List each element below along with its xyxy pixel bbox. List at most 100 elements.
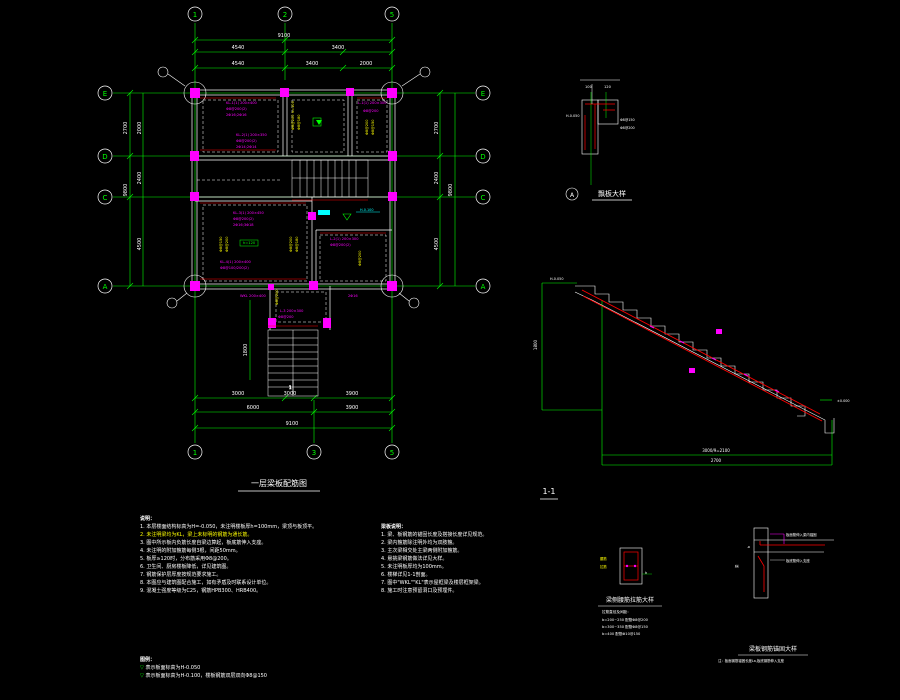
svg-text:拉筋: 拉筋 bbox=[600, 564, 607, 569]
svg-text:L-2(1) 200×300: L-2(1) 200×300 bbox=[330, 237, 359, 241]
svg-text:2Φ14;2Φ14: 2Φ14;2Φ14 bbox=[236, 145, 257, 149]
axis-right-a: A bbox=[481, 283, 486, 291]
axis-bottom-1: 1 bbox=[193, 449, 197, 457]
notes-legend: 图例： ▽ 表示板面标高为H-0.050 ▽ 表示板面标高为H-0.100，楼板… bbox=[140, 656, 267, 680]
svg-text:h: h bbox=[747, 546, 751, 548]
svg-text:±0.000: ±0.000 bbox=[837, 399, 850, 403]
dim-top-row1-a: 4540 bbox=[232, 45, 245, 51]
dim-bottom-row2-b: 3900 bbox=[346, 405, 359, 411]
dim-left-b: 2400 bbox=[137, 172, 143, 185]
notes-left-line-8: 8. 本图应与建筑图配合施工，如有矛盾及时联系设计单位。 bbox=[140, 580, 272, 586]
svg-text:Φ8@200: Φ8@200 bbox=[289, 236, 293, 252]
dim-top-row2-c: 2000 bbox=[360, 61, 373, 67]
dim-left-a: 2700 bbox=[123, 122, 129, 135]
dim-right-b: 2400 bbox=[434, 172, 440, 185]
dimension-texts: 9100 4540 3400 4540 3400 2000 3000 3000 … bbox=[123, 33, 454, 427]
svg-text:Φ8@200: Φ8@200 bbox=[365, 119, 369, 135]
axis-left-d: D bbox=[102, 153, 107, 161]
notes-right-heading: 梁板说明： bbox=[381, 524, 407, 530]
svg-text:H-0.100: H-0.100 bbox=[360, 208, 373, 212]
svg-text:梁: 梁 bbox=[734, 564, 739, 568]
stair-plan bbox=[267, 159, 369, 397]
dim-right-c: 4500 bbox=[434, 238, 440, 251]
svg-text:Φ8@200: Φ8@200 bbox=[278, 315, 294, 319]
dim-top-row2-a: 4540 bbox=[232, 61, 245, 67]
axis-top-5: 5 bbox=[390, 11, 394, 19]
svg-text:A: A bbox=[570, 192, 575, 199]
axis-labels: 1 2 5 1 3 5 E D C A E D C A bbox=[102, 11, 485, 457]
axis-bottom-3: 3 bbox=[312, 449, 316, 457]
svg-text:Φ8@180: Φ8@180 bbox=[295, 236, 299, 252]
notes-right-line-8: 8. 施工时注意预留洞口及预埋件。 bbox=[381, 588, 458, 594]
beam-table-row-1: b=200~250 配筋Φ8@200 bbox=[602, 617, 649, 622]
dim-top-row2-b: 3400 bbox=[306, 61, 319, 67]
dim-left-total: 9800 bbox=[123, 184, 129, 197]
svg-text:KL-1(1) 200×400: KL-1(1) 200×400 bbox=[226, 101, 258, 105]
notes-left-line-2: 2. 未注明梁均为KL，梁上未标明的钢筋为通长筋。 bbox=[140, 532, 253, 538]
svg-text:H-0.050: H-0.050 bbox=[550, 277, 563, 281]
dim-right-total: 9800 bbox=[448, 184, 454, 197]
svg-text:Φ8@200: Φ8@200 bbox=[358, 250, 362, 266]
svg-text:KL-3(1) 200×450: KL-3(1) 200×450 bbox=[233, 211, 265, 215]
svg-text:Φ8@200(2): Φ8@200(2) bbox=[233, 217, 254, 221]
svg-text:Φ8@200: Φ8@200 bbox=[620, 126, 635, 130]
dim-bottom-row2-a: 6000 bbox=[247, 405, 260, 411]
rebar-lines bbox=[200, 97, 387, 280]
svg-text:Φ8@150: Φ8@150 bbox=[219, 236, 223, 252]
corner-detail-bubbles bbox=[157, 66, 431, 309]
svg-text:100: 100 bbox=[585, 85, 593, 89]
notes-left-line-5: 5. 板厚≥120时，分布筋采用Φ8@200。 bbox=[140, 556, 232, 562]
beam-table-row-3: b=400 配筋Φ10@150 bbox=[602, 631, 641, 636]
slab-rebar-labels: Φ8@200 h=100 Φ8@180 Φ8@200 Φ8@150 Φ8@150… bbox=[219, 100, 375, 305]
svg-text:Φ8@200: Φ8@200 bbox=[225, 236, 229, 252]
svg-text:Φ8@200(2): Φ8@200(2) bbox=[226, 107, 247, 111]
svg-text:拉筋直径及间距：: 拉筋直径及间距： bbox=[602, 609, 631, 614]
section-run-dim: 3000/9=2100 bbox=[702, 448, 730, 453]
svg-text:h=120: h=120 bbox=[243, 241, 256, 245]
notes-right-line-3: 3. 主次梁相交处主梁两侧附加箍筋。 bbox=[381, 548, 463, 554]
axis-top-1: 1 bbox=[193, 11, 197, 19]
dim-top-row1-b: 3400 bbox=[332, 45, 345, 51]
svg-text:120: 120 bbox=[604, 85, 612, 89]
green-marks: h=120 bbox=[239, 117, 352, 247]
svg-text:Φ8@150: Φ8@150 bbox=[371, 119, 375, 135]
cyan-marks: H-0.100 bbox=[318, 208, 380, 215]
svg-text:1: 1 bbox=[289, 385, 292, 390]
detail-a: 100 120 H-0.050 Φ8@150 Φ8@200 A 飘板大样 bbox=[565, 79, 635, 201]
axis-right-e: E bbox=[481, 90, 485, 98]
dim-bottom-row1-b: 3000 bbox=[284, 391, 297, 397]
section-title: 1-1 bbox=[542, 487, 555, 496]
notes-right: 梁板说明： 1. 梁、板钢筋的锚固长度及搭接长度详见规范。 2. 梁内箍筋除注明… bbox=[381, 523, 487, 595]
notes-right-line-1: 1. 梁、板钢筋的锚固长度及搭接长度详见规范。 bbox=[381, 532, 488, 538]
slab-detail-note: 注：板面钢筋锚固长度La,板底钢筋伸入支座 bbox=[718, 658, 785, 663]
beam-detail-title: 梁侧腰筋拉筋大样 bbox=[606, 596, 654, 604]
legend-text-2: 表示板面标高为H-0.100，楼板钢筋双层双向Φ8@150 bbox=[145, 673, 267, 679]
svg-text:L-3 200×300: L-3 200×300 bbox=[280, 309, 304, 313]
dim-bottom-row1-c: 3900 bbox=[346, 391, 359, 397]
dim-left-c: 4500 bbox=[137, 238, 143, 251]
slab-anchor-detail: 板面筋伸入梁内锚固 板底筋伸入支座 梁 h 梁板钢筋锚固大样 注：板面钢筋锚固长… bbox=[718, 527, 834, 663]
notes-left-line-4: 4. 未注明的附加箍筋每侧3根，间距50mm。 bbox=[140, 548, 241, 554]
slab-dashes bbox=[197, 99, 388, 323]
section-total-dim: 2700 bbox=[711, 458, 722, 463]
notes-right-line-6: 6. 楼梯详见1-1剖面。 bbox=[381, 572, 431, 578]
notes-left-line-3: 3. 图中所示板内负筋长度自梁边算起，板底筋伸入支座。 bbox=[140, 540, 267, 546]
svg-text:2Φ16: 2Φ16 bbox=[348, 294, 358, 298]
notes-left-line-1: 1. 本层楼面结构标高为H=-0.050，未注明楼板厚h=100mm，梁顶与板顶… bbox=[140, 524, 318, 530]
svg-text:Φ8@180: Φ8@180 bbox=[297, 114, 301, 130]
columns bbox=[190, 88, 397, 328]
notes-right-line-5: 5. 未注明板厚均为100mm。 bbox=[381, 564, 447, 570]
svg-text:KL-2(1) 200×350: KL-2(1) 200×350 bbox=[236, 133, 268, 137]
axis-left-e: E bbox=[103, 90, 107, 98]
slab-detail-label-1: 板面筋伸入梁内锚固 bbox=[786, 532, 817, 537]
beam-annotations: KL-1(1) 200×400 Φ8@200(2) 2Φ16;2Φ16 KL-2… bbox=[220, 101, 387, 319]
dim-bottom-row1-a: 3000 bbox=[232, 391, 245, 397]
legend-line-2: ▽ 表示板面标高为H-0.100，楼板钢筋双层双向Φ8@150 bbox=[140, 673, 267, 679]
svg-text:2Φ16;2Φ16: 2Φ16;2Φ16 bbox=[226, 113, 247, 117]
beam-table-row-2: b=300~350 配筋Φ8@150 bbox=[602, 624, 649, 629]
axis-bottom-5: 5 bbox=[390, 449, 394, 457]
legend-text-1: 表示板面标高为H-0.050 bbox=[145, 665, 201, 671]
axis-left-a: A bbox=[103, 283, 108, 291]
dim-left-d: 2000 bbox=[137, 122, 143, 135]
